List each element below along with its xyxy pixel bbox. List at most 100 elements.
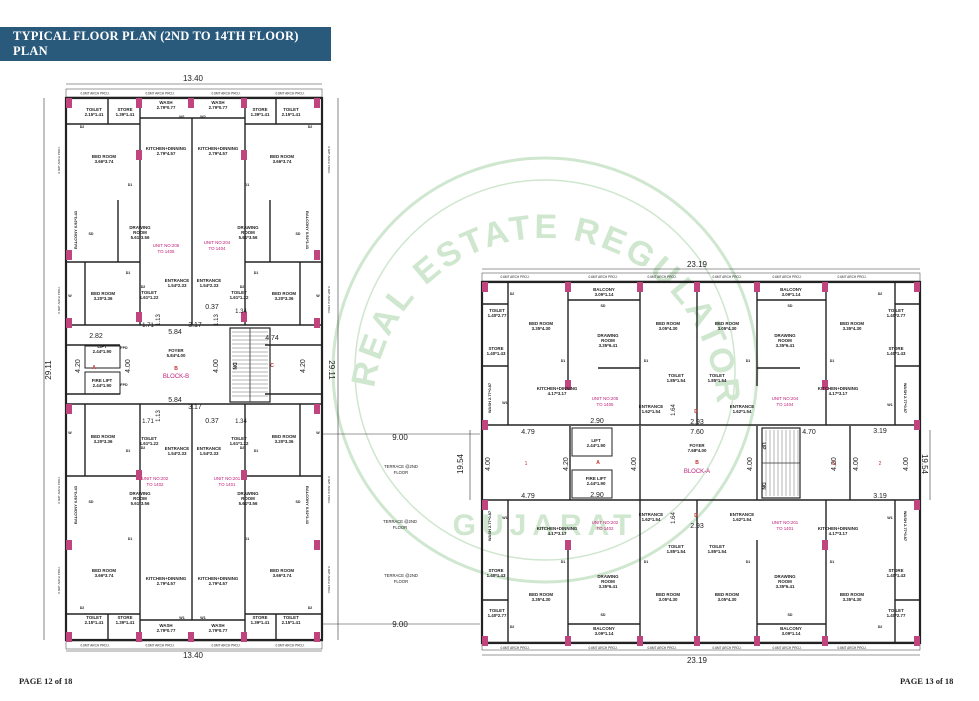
door-tag: D2 (80, 606, 85, 610)
arch-proj-label: 0.6MT ARCH PROJ. (146, 644, 175, 648)
room-size: 1.40*1.43 (487, 351, 506, 356)
toilet-label: TOILET (86, 107, 102, 112)
bedroom-label: BED ROOM (656, 321, 680, 326)
room-size: 3.66*3.74 (273, 573, 292, 578)
door-tag: D2 (240, 285, 245, 289)
unit-marker: D (694, 513, 698, 519)
page-number-left: PAGE 12 of 18 (19, 676, 73, 686)
dimension-label: 3.19 (873, 428, 887, 435)
room-size: 2.44*1.90 (587, 443, 606, 448)
dimension-label: 4.79 (521, 493, 535, 500)
dimension-label: 2.93 (690, 419, 704, 426)
unit-number: TO 1402 (596, 526, 614, 531)
bedroom-label: BED ROOM (656, 592, 680, 597)
room-size: 1.62*1.54 (733, 517, 752, 522)
door-tag: D2 (878, 292, 883, 296)
column-marker (565, 282, 571, 292)
store-label: STORE (888, 346, 903, 351)
room-size: 1.54*2.33 (200, 283, 219, 288)
unit-number: UNIT NO:201 (214, 476, 241, 481)
store-label: STORE (117, 615, 132, 620)
store-label: STORE (252, 615, 267, 620)
dimension-label: 3.17 (188, 404, 202, 411)
balcony-label: BALCONY (780, 626, 802, 631)
toilet-label: TOILET (489, 608, 505, 613)
toilet-label: TOILET (231, 436, 247, 441)
kitchen-label: KITCHEN+DINNING (818, 526, 859, 531)
door-tag: SD (601, 613, 606, 617)
arch-proj-label: 0.6MT ARCH PROJ. (327, 476, 331, 503)
door-tag: D1 (746, 560, 751, 564)
column-marker (314, 540, 320, 550)
column-marker (694, 636, 700, 646)
door-tag: D1 (128, 537, 133, 541)
arch-proj-label: 0.6MT ARCH PROJ. (838, 275, 867, 279)
room-size: 3.66*3.74 (273, 159, 292, 164)
dimension-label: 5.84 (168, 329, 182, 336)
bedroom-label: BED ROOM (715, 592, 739, 597)
dimension-top: 23.19 (687, 260, 708, 269)
room-size: 1.62*1.54 (642, 409, 661, 414)
bedroom-label: BED ROOM (272, 291, 296, 296)
dimension-label: 1.71 (142, 419, 154, 425)
door-tag: D1 (830, 359, 835, 363)
arch-proj-label: 0.6MT ARCH PROJ. (146, 92, 175, 96)
dimension-label: 2.90 (590, 418, 604, 425)
toilet-label: TOILET (709, 373, 725, 378)
dimension-label: 4.79 (521, 429, 535, 436)
door-tag: D1 (644, 359, 649, 363)
unit-number: UNIT NO:201 (772, 520, 799, 525)
bedroom-label: BED ROOM (272, 434, 296, 439)
door-tag: W1 (502, 401, 507, 405)
dimension-label: 4.70 (802, 429, 816, 436)
store-label: STORE (488, 346, 503, 351)
room-size: 1.54*2.33 (168, 283, 187, 288)
arch-proj-label: 0.6MT ARCH PROJ. (276, 92, 305, 96)
door-tag: W (316, 431, 320, 435)
store-label: STORE (117, 107, 132, 112)
arch-proj-label: 0.6MT ARCH PROJ. (327, 566, 331, 593)
column-marker (314, 632, 320, 642)
unit-number: TO 1401 (218, 482, 236, 487)
dimension-label: 2.93 (690, 523, 704, 530)
room-size: 5.61*3.56 (131, 501, 150, 506)
foyer-label: FOYER (689, 443, 705, 448)
room-size: 1.85*1.54 (708, 549, 727, 554)
arch-proj-label: 0.6MT ARCH PROJ. (327, 146, 331, 173)
dimension-label: 1.13 (156, 410, 162, 422)
door-tag: W1 (200, 616, 205, 620)
room-size: 3.35*6.41 (599, 584, 618, 589)
dimension-label: 4.00 (125, 359, 132, 373)
room-size: 2.79*0.77 (209, 628, 228, 633)
stair-direction: DN (231, 362, 237, 370)
room-size: 3.05*4.30 (659, 597, 678, 602)
drawing-room-label: DRAWING (774, 574, 796, 579)
room-size: 2.79*0.77 (209, 105, 228, 110)
room-size: 2.15*1.41 (85, 112, 104, 117)
outer-wall (64, 96, 324, 642)
column-marker (314, 404, 320, 414)
door-tag: SD (788, 613, 793, 617)
toilet-label: TOILET (888, 608, 904, 613)
door-tag: D2 (240, 446, 245, 450)
room-size: 3.20*3.36 (275, 296, 294, 301)
arch-proj-label: 0.6MT ARCH PROJ. (501, 646, 530, 650)
door-tag: W1 (887, 516, 892, 520)
room-size: 3.66*3.74 (95, 159, 114, 164)
terrace-label: FLOOR (393, 525, 407, 530)
dimension-label: 4.00 (485, 457, 492, 471)
dimension-label: 4.74 (265, 335, 279, 342)
unit-marker: C (832, 461, 836, 467)
arch-proj-label: 0.6MT ARCH PROJ. (648, 646, 677, 650)
terrace-label: TERRACE @2ND (384, 573, 418, 578)
door-tag: D1 (245, 537, 250, 541)
drawing-room-label: DRAWING (774, 333, 796, 338)
room-size: 1.39*1.41 (251, 620, 270, 625)
dimension-label: 4.20 (300, 359, 307, 373)
column-marker (822, 540, 828, 550)
dimension-bottom: 13.40 (183, 651, 204, 660)
kitchen-label: KITCHEN+DINNING (198, 576, 239, 581)
bedroom-label: BED ROOM (715, 321, 739, 326)
column-marker (66, 632, 72, 642)
column-marker (136, 632, 142, 642)
